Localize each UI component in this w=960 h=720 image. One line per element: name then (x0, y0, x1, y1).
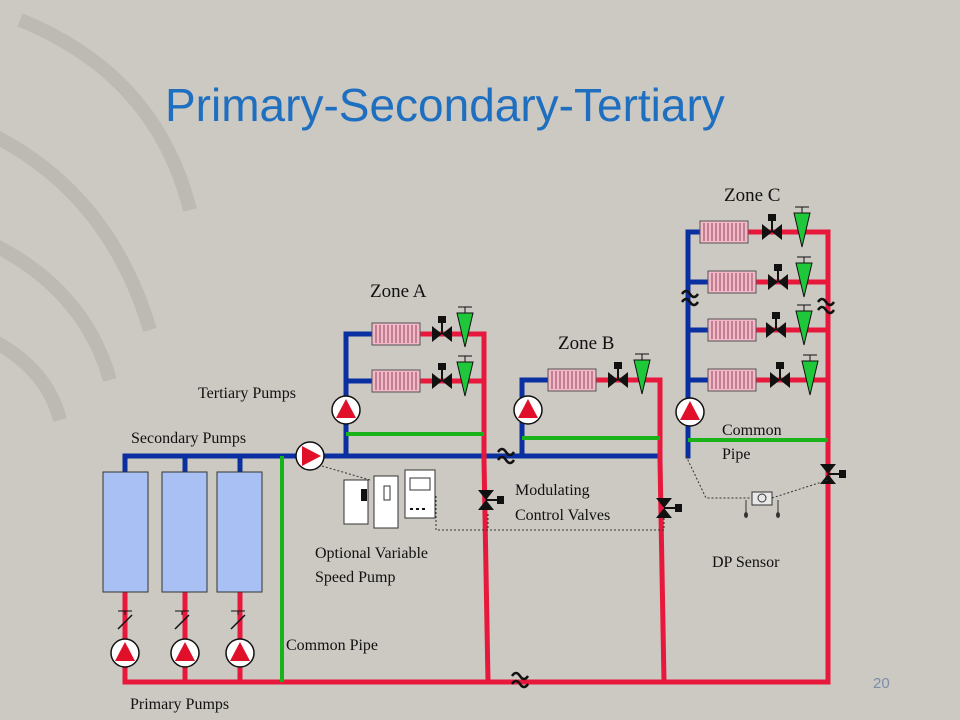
balancing-valve-icon (456, 355, 474, 397)
coil-icon (707, 270, 757, 294)
label-common-pipe-right-line2: Pipe (722, 446, 751, 463)
boilers (102, 471, 263, 593)
balancing-valve-icon (801, 354, 819, 396)
primary-pump-icon (170, 638, 200, 668)
tertiary-pump-icon (513, 395, 543, 425)
variable-speed-drive-icon (343, 469, 436, 529)
label-modulating-line1: Modulating (515, 482, 590, 499)
coil-icon (699, 220, 749, 244)
dp-sensor-icon (744, 491, 780, 518)
balancing-valve-icon (456, 306, 474, 348)
label-dp-sensor: DP Sensor (712, 554, 780, 571)
label-secondary-pumps: Secondary Pumps (131, 430, 247, 447)
balancing-valve-icon (633, 353, 651, 395)
coil-icon (371, 322, 421, 346)
label-optional-line1: Optional Variable (315, 545, 429, 562)
coil-valve-icon (431, 315, 453, 343)
coil-valve-icon (431, 362, 453, 390)
tertiary-pump-icon (331, 395, 361, 425)
label-zone-c: Zone C (724, 185, 781, 206)
coil-icon (547, 368, 597, 392)
supply-pipes (122, 229, 711, 475)
coil-icon (707, 318, 757, 342)
page-number: 20 (873, 675, 890, 692)
primary-pump-icon (225, 638, 255, 668)
label-zone-a: Zone A (370, 281, 427, 302)
modulating-valve-icon (477, 489, 505, 511)
primary-pump-icon (110, 638, 140, 668)
control-wiring (321, 455, 829, 531)
label-optional-line2: Speed Pump (315, 569, 396, 586)
secondary-pump-icon (295, 441, 325, 471)
label-tertiary-pumps: Tertiary Pumps (198, 385, 296, 402)
coil-valve-icon (761, 213, 783, 241)
label-modulating-line2: Control Valves (515, 507, 611, 524)
coil-valve-icon (607, 361, 629, 389)
balancing-valve-icon (795, 256, 813, 298)
label-zone-b: Zone B (558, 333, 615, 354)
tertiary-pump-icon (675, 397, 705, 427)
label-primary-pumps: Primary Pumps (130, 696, 230, 713)
boiler (102, 471, 149, 593)
boiler (216, 471, 263, 593)
boiler (161, 471, 208, 593)
balancing-valve-icon (795, 304, 813, 346)
coil-icon (707, 368, 757, 392)
balancing-valve-icon (793, 206, 811, 248)
background-decoration (0, 13, 197, 422)
modulating-valve-icon (819, 463, 847, 485)
coil-valve-icon (767, 263, 789, 291)
coil-valve-icon (769, 361, 791, 389)
coil-icon (371, 369, 421, 393)
label-common-pipe-right-line1: Common (722, 422, 782, 439)
slide-title: Primary-Secondary-Tertiary (165, 79, 725, 131)
common-pipes (280, 432, 828, 682)
label-common-pipe: Common Pipe (286, 637, 379, 654)
coil-valve-icon (765, 311, 787, 339)
